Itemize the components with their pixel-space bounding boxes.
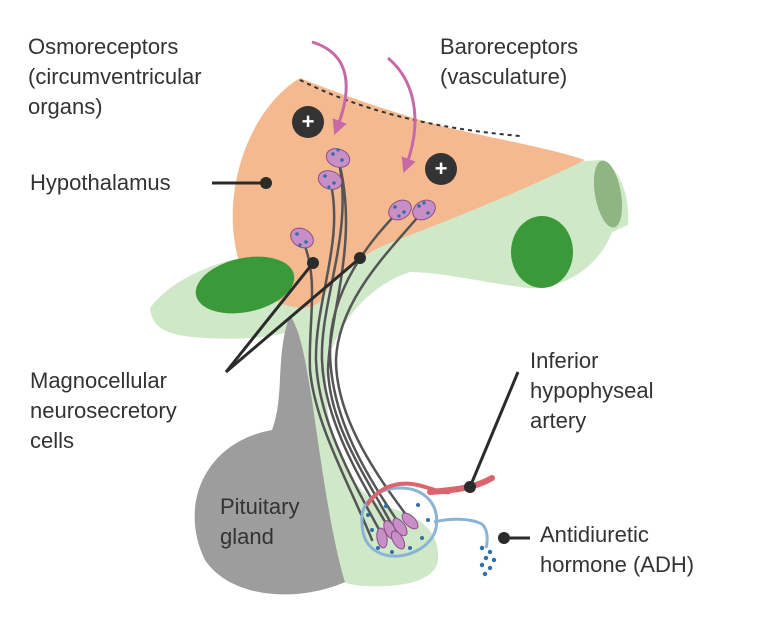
osmoreceptors-label-line: organs) [28, 94, 103, 119]
neuron-cell-body [388, 199, 412, 221]
magnocellular-pointer-dot-b [354, 252, 366, 264]
magnocellular-label: Magnocellular neurosecretory cells [30, 366, 177, 456]
adh-label: Antidiuretic hormone (ADH) [540, 520, 694, 580]
magnocellular-pointer-a [224, 262, 315, 373]
vessel-right [511, 216, 573, 288]
osmoreceptors-label: Osmoreceptors (circumventricular organs) [28, 32, 202, 122]
stimulus-plus-icon [292, 106, 324, 138]
artery-pointer-dot [464, 481, 476, 493]
adh-granules [366, 503, 497, 577]
artery-label: Inferior hypophyseal artery [530, 346, 654, 436]
neuron-granules [295, 148, 430, 247]
artery-label-line: Inferior [530, 348, 599, 373]
pituitary-label: Pituitary gland [220, 492, 299, 552]
stimulus-plus-icon [425, 153, 457, 185]
pituitary-label-line: gland [220, 524, 274, 549]
baroreceptors-label-line: Baroreceptors [440, 34, 579, 59]
hypothalamus-label: Hypothalamus [30, 170, 171, 195]
magnocellular-pointer-b [225, 256, 361, 374]
hypothalamus-pointer-dot [260, 177, 272, 189]
adh-pointer-dot [498, 532, 510, 544]
adh-label-line: hormone (ADH) [540, 552, 695, 577]
baroreceptors-label-line: (vasculature) [440, 64, 568, 89]
axon-bundle [300, 156, 426, 542]
baroreceptor-arrow [387, 56, 417, 173]
artery-label-line: artery [530, 408, 587, 433]
inferior-hypophyseal-artery [427, 475, 495, 495]
magnocellular-label-line: neurosecretory [30, 398, 177, 423]
magnocellular-pointer-dot-a [307, 257, 319, 269]
stimulus-plus-sign: + [435, 156, 448, 181]
baroreceptors-label: Baroreceptors (vasculature) [440, 32, 578, 92]
stimulus-plus-sign: + [302, 109, 315, 134]
osmoreceptor-arrow [311, 40, 348, 135]
axon-terminals [376, 512, 419, 550]
magnocellular-label-line: Magnocellular [30, 368, 167, 393]
hypothalamus-region [232, 78, 585, 308]
magnocellular-label-line: cells [30, 428, 75, 453]
hypothalamus-dashed-border [299, 79, 521, 137]
venous-outflow [433, 517, 489, 549]
pituitary-label-line: Pituitary [220, 494, 300, 519]
adh-label-line: Antidiuretic [540, 522, 649, 547]
osmoreceptors-label-line: (circumventricular [28, 64, 202, 89]
pituitary-gland [194, 315, 345, 595]
optic-chiasm-cap [593, 160, 623, 228]
osmoreceptors-label-line: Osmoreceptors [28, 34, 179, 59]
vessel-left [195, 256, 295, 314]
artery-label-line: hypophyseal [530, 378, 654, 403]
artery-pointer [468, 371, 520, 488]
label-pointers [212, 177, 530, 544]
